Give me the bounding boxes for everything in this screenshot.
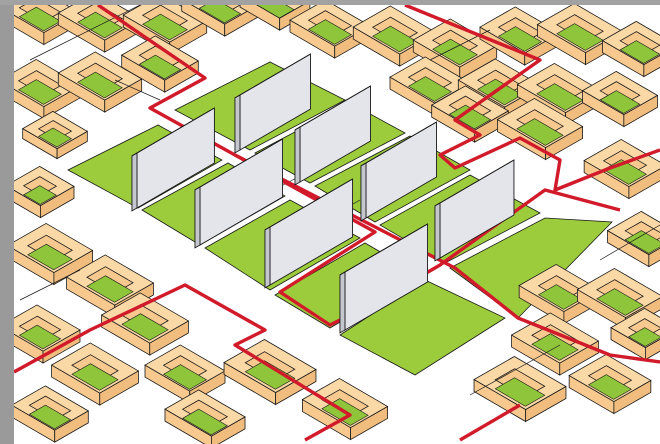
slab-side bbox=[435, 203, 440, 261]
perimeter-block bbox=[583, 71, 658, 126]
perimeter-block bbox=[52, 343, 139, 405]
perimeter-block bbox=[608, 211, 660, 266]
slab-side bbox=[340, 272, 345, 333]
slab-side bbox=[361, 163, 366, 221]
perimeter-block bbox=[569, 354, 651, 413]
perimeter-block bbox=[224, 339, 316, 404]
frame-edge-left bbox=[0, 0, 14, 444]
perimeter-block bbox=[145, 345, 225, 403]
slab-side bbox=[195, 187, 200, 248]
slab-side bbox=[295, 127, 300, 185]
perimeter-block bbox=[14, 166, 74, 217]
perimeter-block bbox=[302, 378, 387, 439]
red-boundary-line bbox=[460, 405, 520, 440]
sketch-canvas bbox=[14, 5, 660, 444]
slab-side bbox=[132, 153, 137, 211]
perimeter-block bbox=[23, 111, 88, 158]
urban-plan-illustration bbox=[14, 5, 660, 444]
slab-side bbox=[265, 227, 270, 288]
perimeter-block bbox=[165, 390, 245, 444]
slab-side bbox=[235, 95, 240, 153]
perimeter-block bbox=[584, 139, 660, 198]
perimeter-block bbox=[14, 386, 88, 442]
